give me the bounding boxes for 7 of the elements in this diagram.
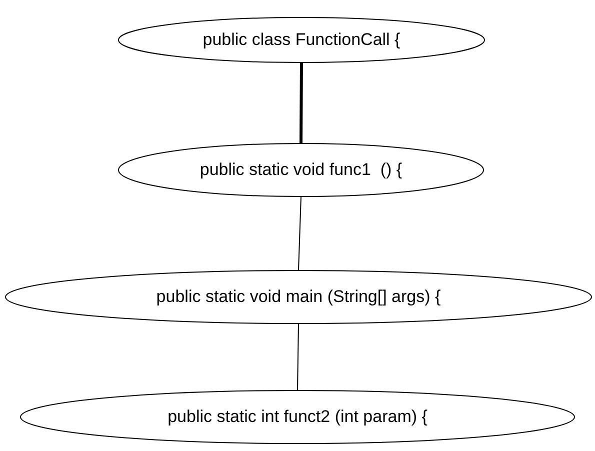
connector-line <box>298 196 302 270</box>
code-line: public static void func1 () { <box>200 160 402 180</box>
connector-line <box>300 62 303 144</box>
connector-line <box>297 324 299 390</box>
code-line: public class FunctionCall { <box>202 30 400 50</box>
code-line: public static void main (String[] args) { <box>156 287 441 307</box>
code-line: public static int funct2 (int param) { <box>168 407 428 427</box>
